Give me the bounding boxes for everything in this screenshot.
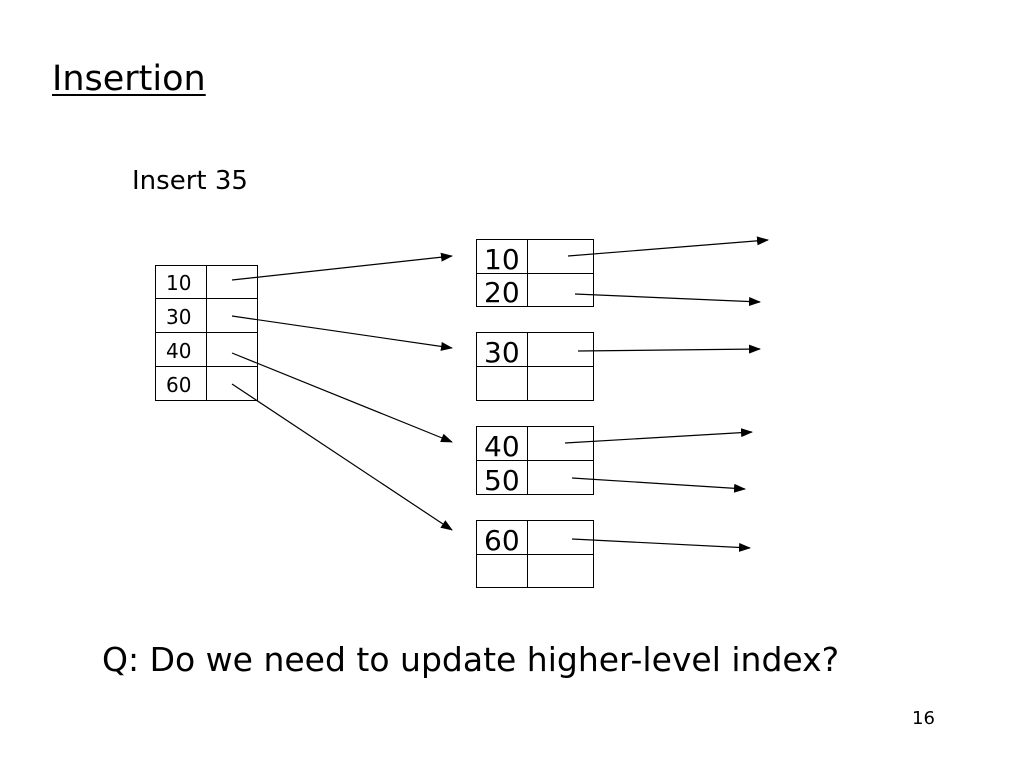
index-key: 60 <box>166 373 191 397</box>
index-entry: 40 <box>155 332 258 367</box>
data-key: 30 <box>484 336 520 369</box>
slide-title: Insertion <box>52 59 206 99</box>
pointer-arrow <box>567 236 769 257</box>
pointer-arrow <box>571 477 746 493</box>
data-block: 40 50 <box>476 426 594 497</box>
pointer-arrow <box>231 252 453 281</box>
record-pointers <box>564 236 769 552</box>
data-key: 50 <box>484 464 520 497</box>
pointer-arrow <box>231 352 453 443</box>
index-entry: 30 <box>155 298 258 333</box>
data-key: 10 <box>484 243 520 276</box>
index-key: 10 <box>166 271 191 295</box>
data-key: 40 <box>484 430 520 463</box>
index-key: 40 <box>166 339 191 363</box>
data-block: 10 20 <box>476 239 594 309</box>
index-pointers <box>231 252 453 531</box>
index-entry: 60 <box>155 366 258 401</box>
data-block: 30 <box>476 332 594 401</box>
page-number: 16 <box>912 708 935 729</box>
pointer-arrow <box>571 538 751 552</box>
pointer-arrow <box>231 315 453 351</box>
data-block: 60 <box>476 520 594 588</box>
index-entry: 10 <box>155 265 258 299</box>
data-key: 20 <box>484 276 520 309</box>
slide-subtitle: Insert 35 <box>132 166 248 196</box>
index-block: 10 30 40 60 <box>155 265 258 401</box>
pointer-arrow <box>231 383 453 531</box>
question-text: Q: Do we need to update higher-level ind… <box>102 640 840 679</box>
pointer-arrow <box>564 428 753 444</box>
data-key: 60 <box>484 524 520 557</box>
pointer-arrow <box>577 344 761 354</box>
pointer-arrow <box>574 293 761 307</box>
index-key: 30 <box>166 305 191 329</box>
